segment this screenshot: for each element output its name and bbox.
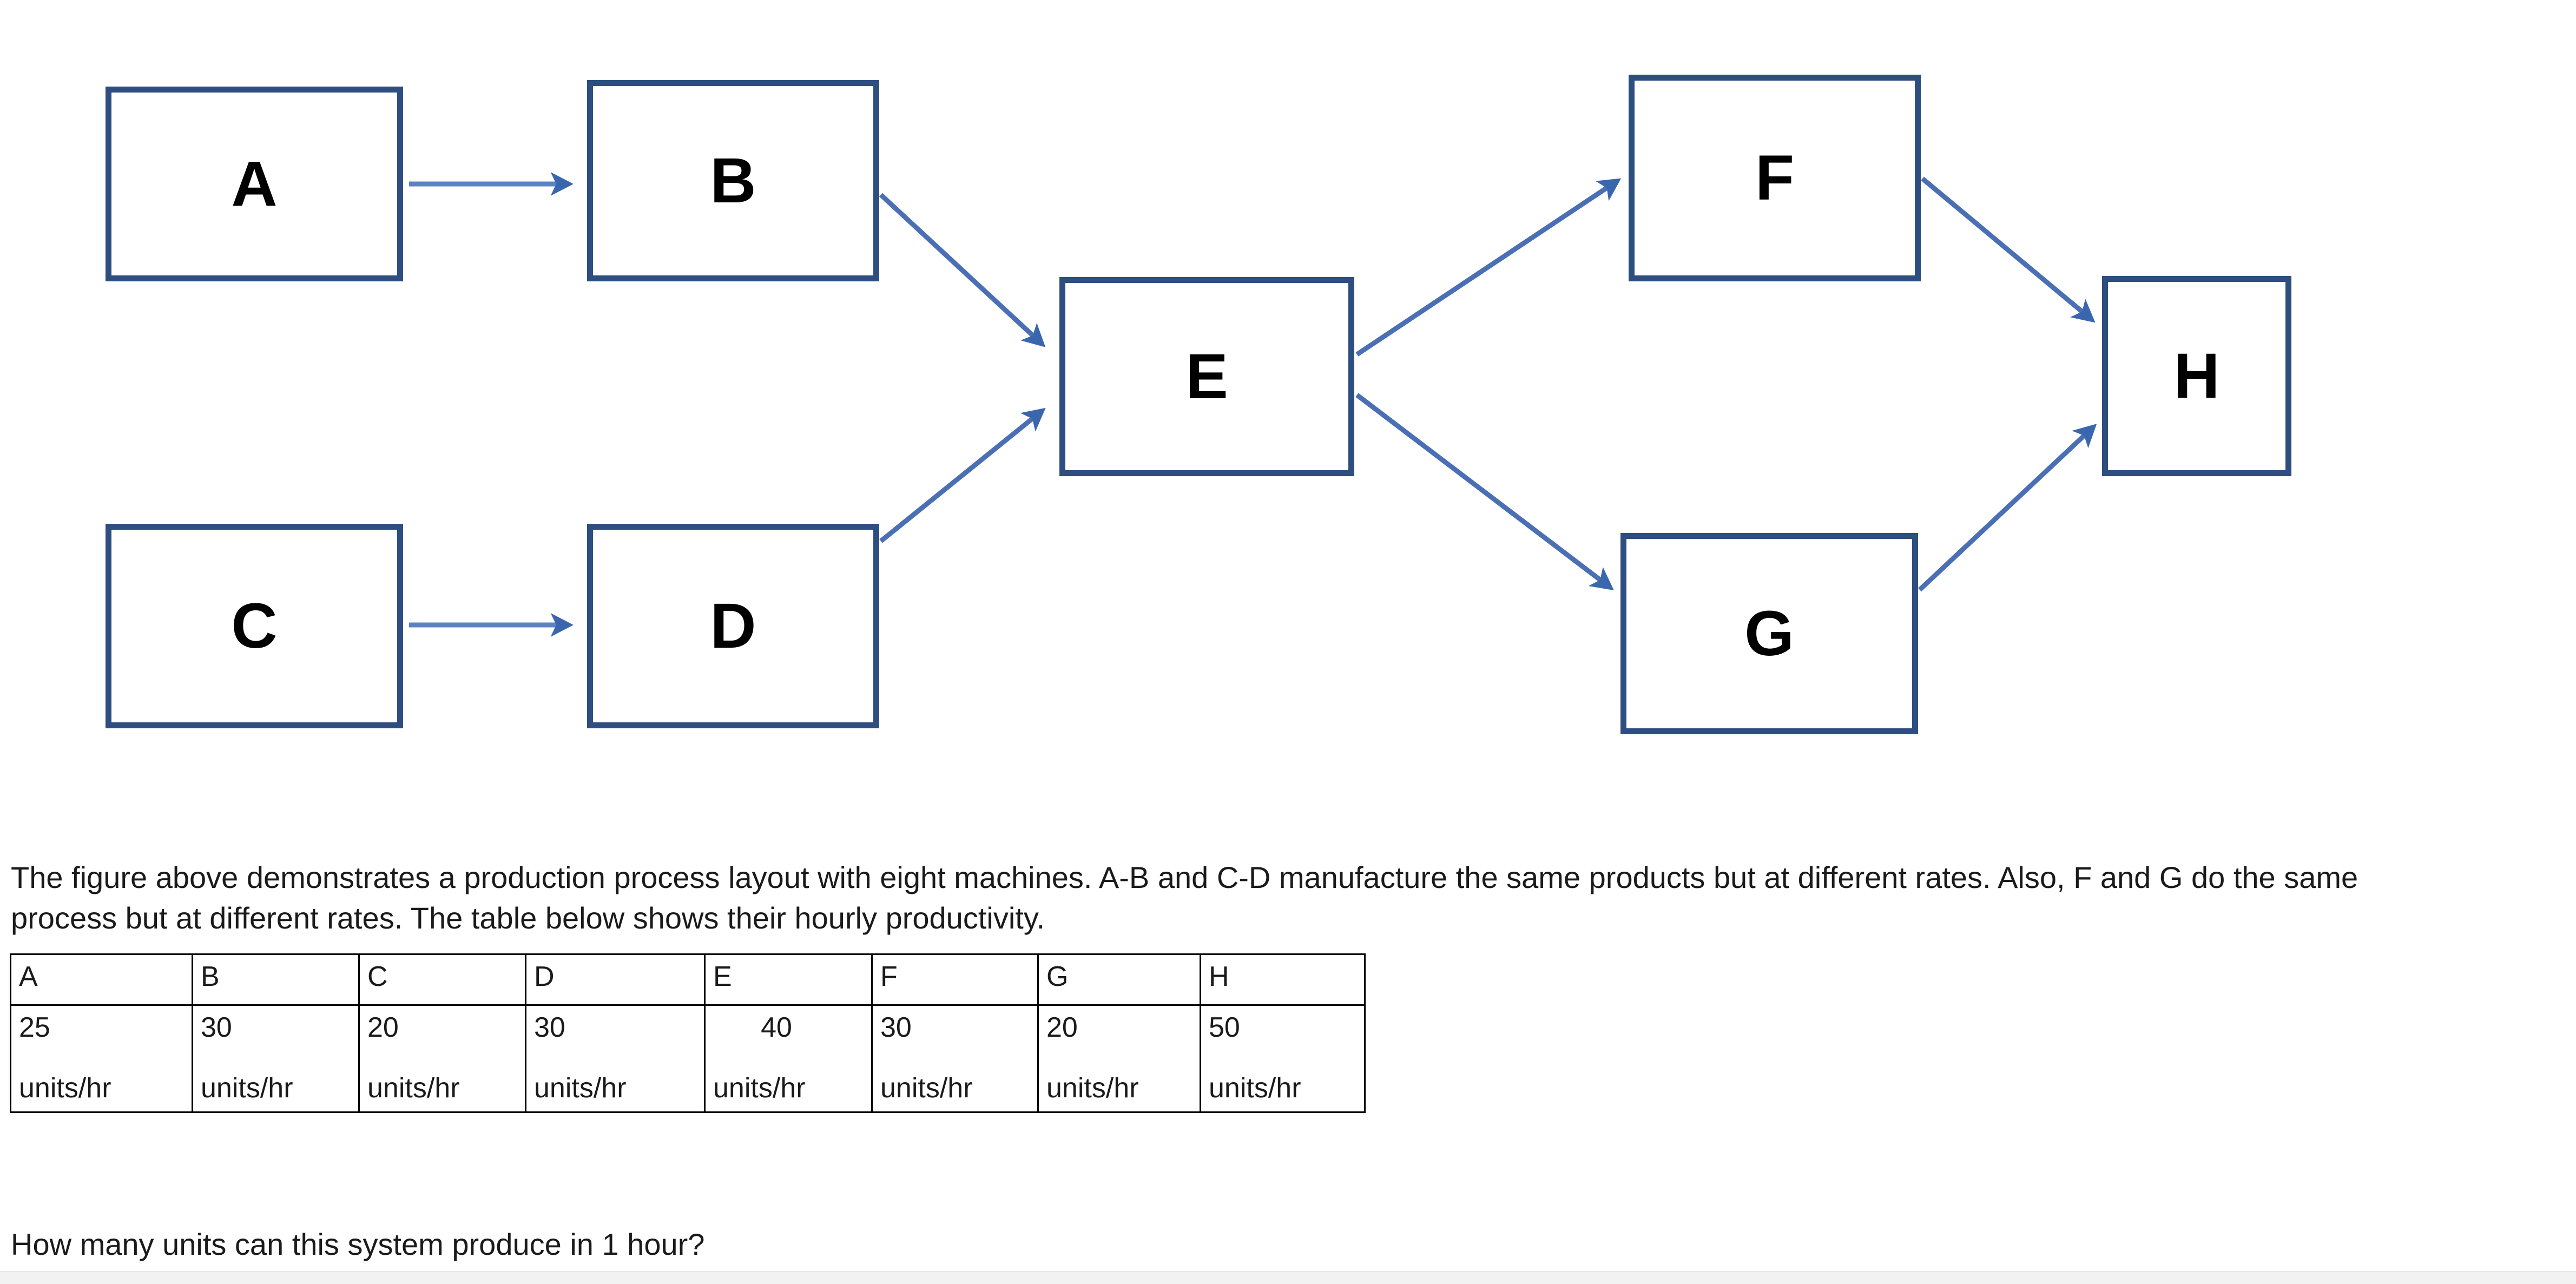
edge-d-to-e — [879, 407, 1046, 543]
question-text: How many units can this system produce i… — [11, 1227, 705, 1261]
node-label-b: B — [710, 145, 756, 216]
table-row: 25 units/hr 30 units/hr 20 units/hr 30 u… — [10, 1004, 1366, 1113]
process-node-e[interactable]: E — [1059, 277, 1354, 476]
edge-b-to-e — [879, 193, 1046, 347]
process-node-b[interactable]: B — [587, 80, 879, 281]
process-flow-diagram: A B C D E F G H — [106, 75, 2291, 734]
process-node-h[interactable]: H — [2102, 276, 2291, 476]
node-label-f: F — [1755, 142, 1795, 214]
rate-unit-b: units/hr — [201, 1072, 293, 1104]
table-header-f: F — [871, 953, 1039, 1006]
table-cell-e: 40 units/hr — [704, 1004, 873, 1113]
table-header-g: G — [1037, 953, 1201, 1006]
process-node-d[interactable]: D — [587, 524, 879, 728]
footer-strip — [0, 1271, 2576, 1284]
rate-value-h: 50 — [1209, 1012, 1240, 1043]
rate-unit-g: units/hr — [1046, 1072, 1139, 1104]
table-header-c: C — [358, 953, 526, 1006]
productivity-table: A B C D E F G H 25 units/hr 30 units/hr … — [10, 953, 1366, 1113]
process-node-c[interactable]: C — [106, 524, 403, 728]
process-node-f[interactable]: F — [1629, 75, 1921, 281]
rate-value-a: 25 — [19, 1012, 50, 1043]
rate-unit-a: units/hr — [19, 1072, 111, 1104]
node-label-d: D — [710, 590, 756, 662]
rate-value-f: 30 — [880, 1012, 912, 1043]
figure-description: The figure above demonstrates a producti… — [11, 860, 2358, 936]
rate-unit-e: units/hr — [713, 1072, 806, 1104]
table-header-h: H — [1200, 953, 1366, 1006]
rate-value-d: 30 — [534, 1012, 565, 1043]
table-header-b: B — [192, 953, 360, 1006]
node-label-a: A — [231, 148, 278, 220]
node-label-c: C — [231, 590, 278, 662]
edge-g-to-h — [1918, 424, 2097, 592]
table-cell-g: 20 units/hr — [1037, 1004, 1201, 1113]
table-header-e: E — [704, 953, 873, 1006]
rate-value-g: 20 — [1046, 1012, 1078, 1043]
table-header-row: A B C D E F G H — [10, 953, 1366, 1006]
table-cell-b: 30 units/hr — [192, 1004, 360, 1113]
table-cell-f: 30 units/hr — [871, 1004, 1039, 1113]
table-cell-d: 30 units/hr — [525, 1004, 706, 1113]
node-label-g: G — [1744, 598, 1794, 669]
rate-unit-f: units/hr — [880, 1072, 973, 1104]
edge-e-to-f — [1355, 178, 1622, 357]
edge-e-to-g — [1355, 393, 1614, 590]
process-node-a[interactable]: A — [106, 87, 403, 281]
process-node-g[interactable]: G — [1620, 533, 1918, 734]
rate-unit-d: units/hr — [534, 1072, 627, 1104]
rate-value-e: 40 — [761, 1012, 792, 1043]
node-label-e: E — [1185, 341, 1228, 412]
rate-unit-c: units/hr — [367, 1072, 460, 1104]
table-header-a: A — [10, 953, 193, 1006]
edge-f-to-h — [1921, 176, 2096, 323]
rate-value-b: 30 — [201, 1012, 232, 1043]
node-label-h: H — [2173, 340, 2220, 412]
table-cell-c: 20 units/hr — [358, 1004, 526, 1113]
rate-value-c: 20 — [367, 1012, 399, 1043]
table-cell-h: 50 units/hr — [1200, 1004, 1366, 1113]
table-cell-a: 25 units/hr — [10, 1004, 193, 1113]
diagram-connectors — [409, 172, 2097, 637]
table-header-d: D — [525, 953, 706, 1006]
rate-unit-h: units/hr — [1209, 1072, 1301, 1104]
